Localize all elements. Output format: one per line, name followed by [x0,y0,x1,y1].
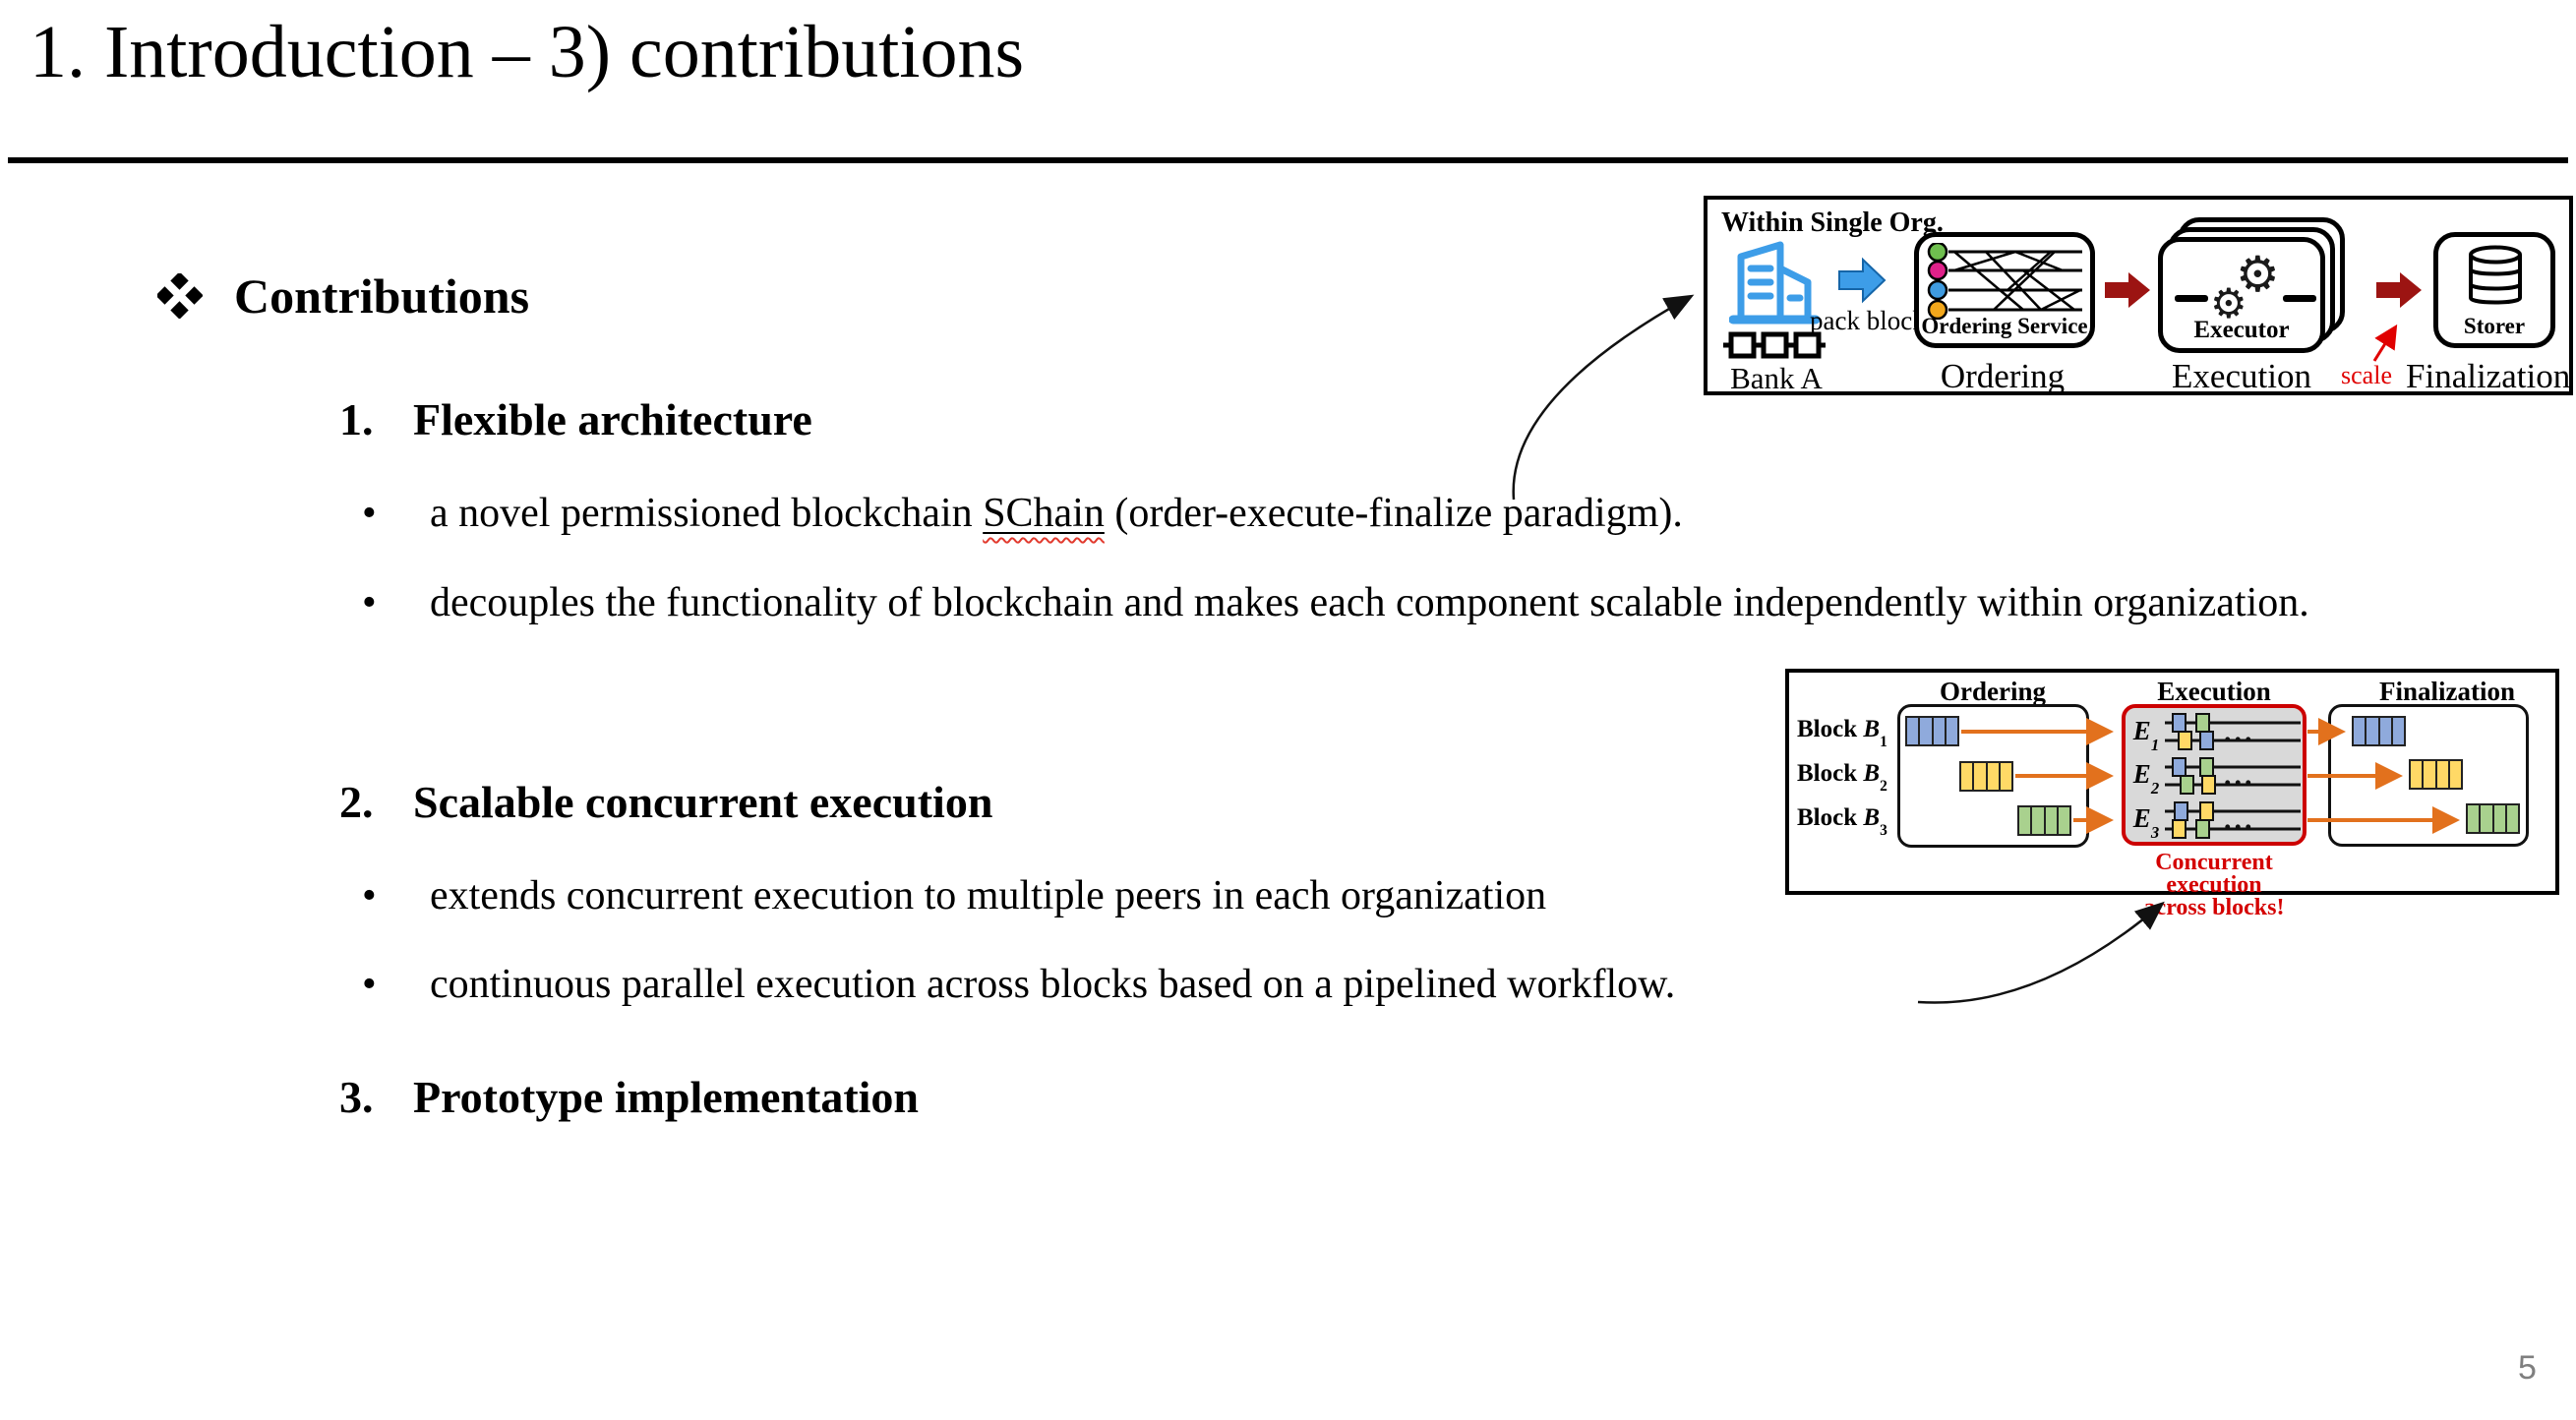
bullet-extends-text: extends concurrent execution to multiple… [430,873,1547,918]
executor-e1-label: E1 [2132,716,2160,755]
bank-a-label: Bank A [1730,361,1823,395]
section-2-heading: 2. Scalable concurrent execution [339,776,992,828]
page-title: 1. Introduction – 3) contributions [30,11,1025,93]
bullet-pipeline-text: continuous parallel execution across blo… [430,962,1676,1007]
blockchain-chain-icon [1723,331,1826,359]
final-group-b1 [2352,716,2406,746]
ellipsis: ... [2224,759,2255,792]
ellipsis: ... [2224,803,2255,836]
scale-arrow-icon [2372,324,2398,362]
section-3-number: 3. [339,1072,374,1122]
ellipsis: ... [2224,716,2255,748]
flow-arrow-icon [2103,270,2152,310]
bullet-dot: • [362,873,377,918]
block-group-b1 [1905,716,1959,746]
finalization-stage-label: Finalization [2406,357,2571,395]
bullet-schain: • a novel permissioned blockchain SChain… [362,490,2427,537]
block-b1-label: Block B1 [1797,716,1887,751]
bullet-text-pre: a novel permissioned blockchain [430,491,984,536]
architecture-diagram: Within Single Org. Bank A [1704,196,2573,395]
executor-card-front: ⚙ ⚙ Executor [2158,237,2325,353]
block-group-b3 [2017,805,2071,836]
pack-block-label: pack block [1810,306,1926,335]
section-2-title: Scalable concurrent execution [413,777,993,827]
gear-icon: ⚙ [2210,279,2247,327]
concurrent-caption: Concurrent execution across blocks! [2143,850,2285,920]
contributions-heading: Contributions [157,267,529,325]
bullet-decouples-text: decouples the functionality of blockchai… [430,580,2309,625]
ordering-service-box: Ordering Service [1914,232,2095,348]
d2-execution-header: Execution [2157,677,2271,706]
ordering-service-label: Ordering Service [1921,314,2088,338]
section-1-number: 1. [339,394,374,444]
block-b2-label: Block B2 [1797,760,1887,796]
bullet-dot: • [362,580,377,625]
bullet-text-post: (order-execute-finalize paradigm). [1104,491,1683,536]
scale-label: scale [2341,361,2392,389]
ordering-stage-label: Ordering [1940,357,2066,395]
section-1-heading: 1. Flexible architecture [339,393,812,445]
gear-icon: ⚙ [2236,246,2280,303]
d2-finalization-header: Finalization [2378,677,2515,706]
executor-e3-label: E3 [2132,803,2160,843]
storer-box: Storer [2433,232,2555,348]
section-3-heading: 3. Prototype implementation [339,1071,919,1123]
page-number: 5 [2518,1349,2537,1387]
diamond-bullet-icon [157,273,234,319]
bullet-dot: • [362,491,377,536]
bullet-dot: • [362,962,377,1007]
final-group-b2 [2409,759,2463,790]
final-group-b3 [2466,803,2520,834]
schain-term: SChain [983,491,1105,536]
block-group-b2 [1959,761,2013,792]
within-single-org-label: Within Single Org. [1721,207,1944,238]
section-3-title: Prototype implementation [413,1072,920,1122]
section-1-title: Flexible architecture [413,394,812,444]
bank-building-icon [1729,235,1820,329]
d2-ordering-header: Ordering [1940,677,2046,706]
connector-to-architecture-diagram [1512,294,1695,501]
block-b3-label: Block B3 [1797,804,1887,840]
bullet-decouples: • decouples the functionality of blockch… [362,559,2377,647]
bullet-pipeline: • continuous parallel execution across b… [362,961,2427,1008]
database-icon [2469,245,2522,305]
storer-label: Storer [2463,314,2526,338]
executor-dash-right [2283,295,2316,302]
ordering-network-icon [1927,243,2082,320]
flow-arrow-icon [2374,270,2424,310]
bullet-extends: • extends concurrent execution to multip… [362,872,2427,919]
schain-underlined: SChain [983,491,1105,536]
section-2-number: 2. [339,777,374,827]
execution-stage-label: Execution [2172,357,2311,395]
heading-label: Contributions [234,268,530,324]
bullet-schain-text: a novel permissioned blockchain SChain (… [430,490,1683,537]
executor-dash-left [2175,295,2208,302]
pipeline-diagram: Ordering Execution Finalization Block B1… [1785,669,2559,919]
pack-block-arrow-icon [1837,257,1887,304]
title-divider [8,157,2568,163]
executor-e2-label: E2 [2132,759,2160,799]
executor-label: Executor [2193,317,2290,343]
